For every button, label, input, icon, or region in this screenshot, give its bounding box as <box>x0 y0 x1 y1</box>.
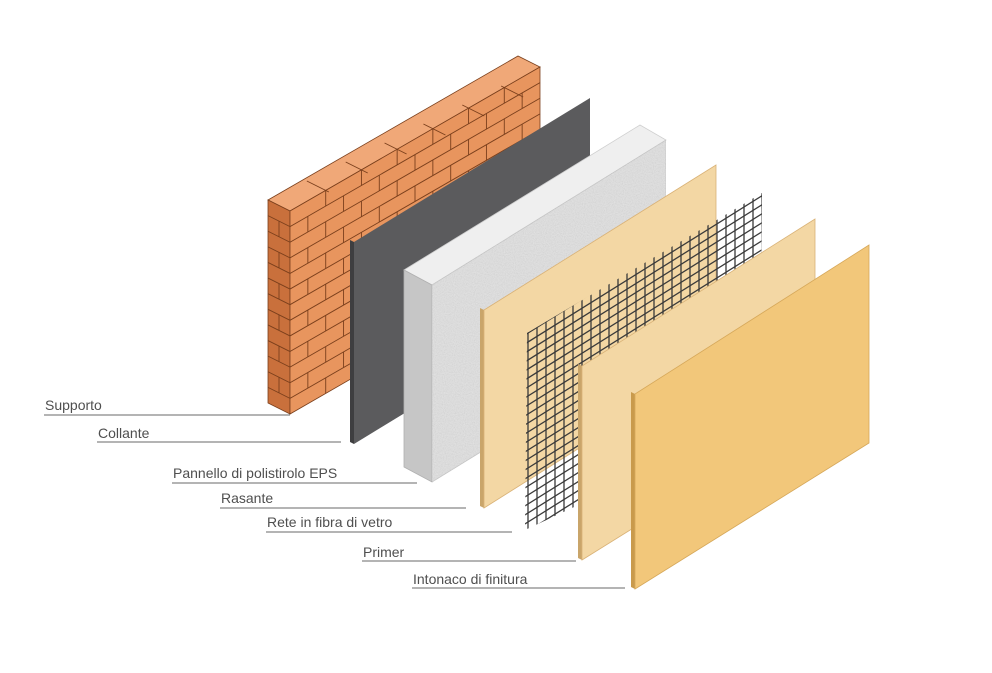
label-eps: Pannello di polistirolo EPS <box>173 465 337 481</box>
mortar-bed-joint <box>289 129 541 274</box>
label-supporto: Supporto <box>45 397 102 413</box>
mortar-top-joint <box>345 161 368 174</box>
mortar-top-joint <box>423 123 446 136</box>
label-intonaco: Intonaco di finitura <box>413 571 528 587</box>
label-rasante: Rasante <box>221 490 273 506</box>
mesh-strand <box>525 226 762 384</box>
mortar-top-joint <box>306 180 330 193</box>
intonaco-panel <box>634 244 870 590</box>
mortar-top-joint <box>384 142 407 155</box>
label-collante: Collante <box>98 425 150 441</box>
collante-edge <box>350 240 354 444</box>
rasante-edge <box>480 308 484 508</box>
mesh-strand <box>525 208 762 366</box>
layer-labels: Supporto Collante Pannello di polistirol… <box>44 397 625 589</box>
mesh-strand <box>525 235 762 393</box>
mesh-strand <box>525 217 762 375</box>
mesh-strand <box>525 193 762 348</box>
mortar-top-joint <box>500 85 524 98</box>
label-rete: Rete in fibra di vetro <box>267 514 392 530</box>
mesh-strand <box>525 199 762 357</box>
label-primer: Primer <box>363 544 405 560</box>
primer-edge <box>578 364 582 560</box>
mesh-strand <box>525 244 762 402</box>
mortar-top-joint <box>462 104 485 117</box>
eps-panel-side-face <box>403 269 433 483</box>
intonaco-edge <box>631 392 635 589</box>
intonaco-layer <box>631 244 870 590</box>
